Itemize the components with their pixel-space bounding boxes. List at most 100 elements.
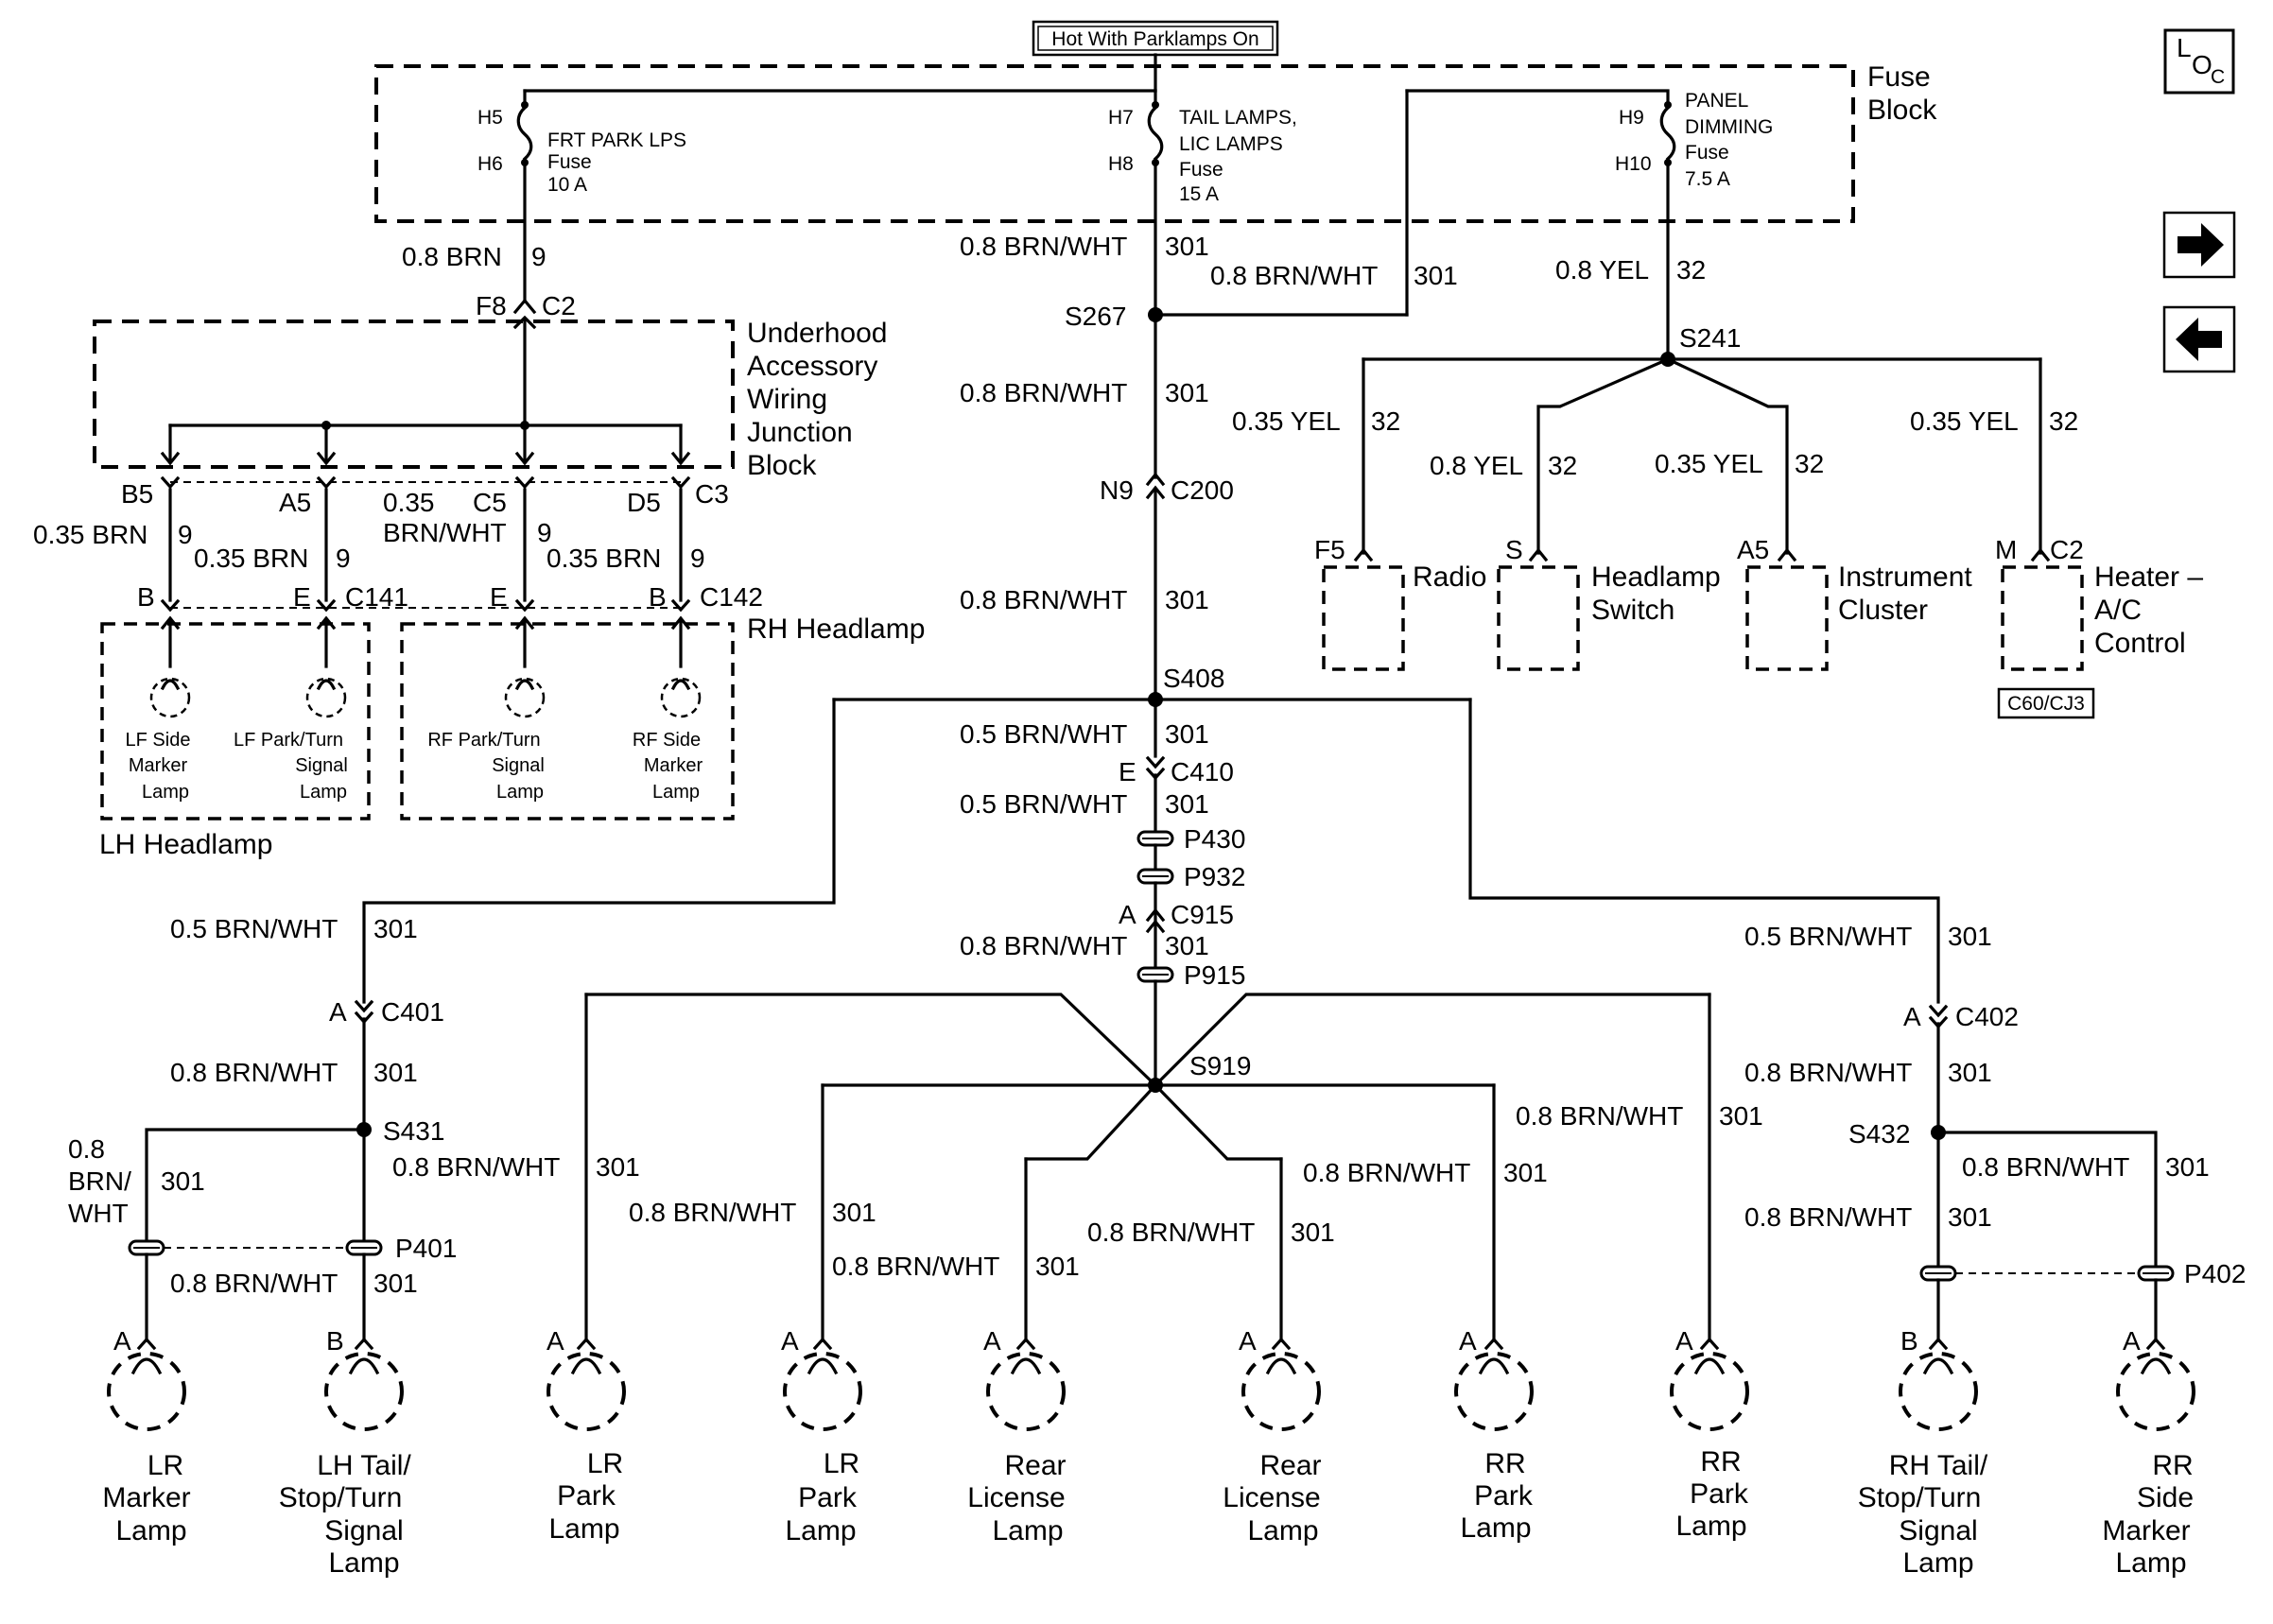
connector-label: P401 — [395, 1234, 457, 1263]
lamp-label: Park — [557, 1480, 616, 1512]
wire-label: 0.35 BRN — [194, 544, 308, 573]
wire-label: 0.8 BRN/WHT — [629, 1198, 796, 1227]
module-label: Headlamp — [1591, 561, 1721, 593]
lamp-label: Lamp — [1247, 1515, 1318, 1546]
fuse-1-name: FRT PARK LPS — [547, 130, 686, 151]
rh-tail-stop-turn-lamp: B RH Tail/ Stop/Turn Signal Lamp — [1858, 1326, 1988, 1579]
fuse-1-type: Fuse — [547, 151, 592, 173]
lamp-label: Park — [1474, 1480, 1534, 1512]
lamp-label: RF Park/Turn — [427, 730, 540, 751]
previous-page-button[interactable] — [2162, 305, 2236, 373]
circuit-label: 301 — [1165, 931, 1209, 960]
connector-label: E — [293, 582, 311, 612]
passthrough-p401 — [128, 1239, 383, 1256]
splice-label: S432 — [1848, 1119, 1910, 1149]
connector-label: F5 — [1314, 535, 1345, 564]
lamp-label: LR — [147, 1450, 183, 1481]
junction-title-1: Underhood — [747, 318, 887, 349]
passthrough-p915 — [1136, 966, 1174, 983]
lamp-label: LR — [824, 1448, 859, 1479]
connector-label: P430 — [1184, 824, 1245, 854]
fuse-3-name-1: PANEL — [1685, 90, 1748, 112]
hot-with-parklamps-header: Hot With Parklamps On — [1032, 20, 1279, 57]
circuit-label: 301 — [1414, 261, 1458, 290]
option-code: C60/CJ3 — [2007, 693, 2085, 715]
wire-label: 0.8 — [68, 1134, 105, 1164]
lamp-label: LF Side — [126, 730, 191, 751]
lamp-label: Marker — [644, 755, 703, 776]
lamp-label: License — [1223, 1482, 1320, 1513]
pin-label: B — [326, 1326, 344, 1356]
wire-label: 0.8 BRN/WHT — [960, 585, 1127, 614]
wire-label: 0.35 BRN — [33, 520, 147, 549]
pin-label: A — [1459, 1326, 1477, 1356]
circuit-label: 32 — [1371, 406, 1400, 436]
fuse-3-rating: 7.5 A — [1685, 168, 1730, 190]
wire-label: 0.8 BRN/WHT — [1744, 1202, 1912, 1232]
lamp-label: Side — [2137, 1482, 2194, 1513]
splice-label: S919 — [1189, 1051, 1251, 1080]
pin-label: A — [1239, 1326, 1257, 1356]
circuit-label: 9 — [537, 518, 552, 547]
location-icon[interactable]: L O C — [2163, 28, 2235, 95]
circuit-label: 32 — [2049, 406, 2078, 436]
fuse-1-rating: 10 A — [547, 174, 587, 196]
wire-label: 0.8 BRN/WHT — [1516, 1101, 1683, 1131]
lamp-label: Rear — [1004, 1450, 1066, 1481]
splice-label: S241 — [1679, 323, 1741, 353]
lamp-label: RH Tail/ — [1889, 1450, 1988, 1481]
circuit-label: 301 — [1719, 1101, 1763, 1131]
next-page-button[interactable] — [2162, 211, 2236, 279]
circuit-label: 9 — [531, 242, 547, 271]
lamp-label: Signal — [492, 755, 545, 776]
wire-label: 0.35 BRN — [547, 544, 661, 573]
underhood-junction-block — [93, 320, 735, 469]
wire-label: 0.8 BRN/WHT — [1962, 1152, 2129, 1182]
wire-label: BRN/ — [68, 1166, 131, 1196]
wire-label: 0.8 BRN/WHT — [960, 378, 1127, 407]
connector-label: C915 — [1171, 900, 1234, 929]
pin-label: A — [1675, 1326, 1693, 1356]
connector-label: A5 — [1737, 535, 1769, 564]
fuse-block-title-2: Block — [1867, 95, 1937, 126]
circuit-label: 301 — [373, 1058, 418, 1087]
connector-label: D5 — [627, 488, 661, 517]
module-label: Switch — [1591, 595, 1674, 626]
wire-label: 0.8 BRN/WHT — [832, 1252, 999, 1281]
lh-headlamp-outline — [100, 622, 371, 821]
lamp-label: LF Park/Turn — [234, 730, 343, 751]
pin-label: A — [2123, 1326, 2141, 1356]
loc-c: C — [2211, 66, 2225, 88]
rr-park-lamp-1: A RR Park Lamp — [1454, 1326, 1534, 1544]
pin-label: A — [547, 1326, 564, 1356]
lr-park-lamp-2: A LR Park Lamp — [781, 1326, 862, 1546]
pin-h10: H10 — [1615, 153, 1652, 175]
wire-label: 0.8 BRN/WHT — [1744, 1058, 1912, 1087]
junction-title-3: Wiring — [747, 384, 827, 415]
circuit-label: 301 — [832, 1198, 876, 1227]
connector-label: A — [1119, 900, 1136, 929]
circuit-label: 301 — [373, 914, 418, 943]
circuit-label: 301 — [161, 1166, 205, 1196]
lamp-label: LR — [587, 1448, 623, 1479]
circuit-label: 301 — [1165, 719, 1209, 749]
rear-license-lamp-2: A Rear License Lamp — [1223, 1326, 1321, 1546]
pin-label: A — [113, 1326, 131, 1356]
lamp-label: Lamp — [496, 782, 544, 803]
circuit-label: 301 — [1165, 232, 1209, 261]
pin-label: B — [1900, 1326, 1918, 1356]
loc-o: O — [2192, 50, 2212, 79]
lamp-label: Signal — [324, 1515, 403, 1546]
circuit-label: 9 — [178, 520, 193, 549]
connector-label: C3 — [695, 479, 729, 509]
lamp-label: Lamp — [1902, 1547, 1973, 1579]
arrow-left-icon — [2176, 318, 2222, 361]
loc-l: L — [2177, 33, 2192, 62]
fuse-3-name-2: DIMMING — [1685, 116, 1773, 138]
lamp-label: Lamp — [328, 1547, 399, 1579]
lamp-label: Lamp — [548, 1513, 619, 1545]
fuse-3-type: Fuse — [1685, 142, 1729, 164]
lamp-label: Lamp — [142, 782, 189, 803]
connector-label: C402 — [1955, 1002, 2019, 1031]
